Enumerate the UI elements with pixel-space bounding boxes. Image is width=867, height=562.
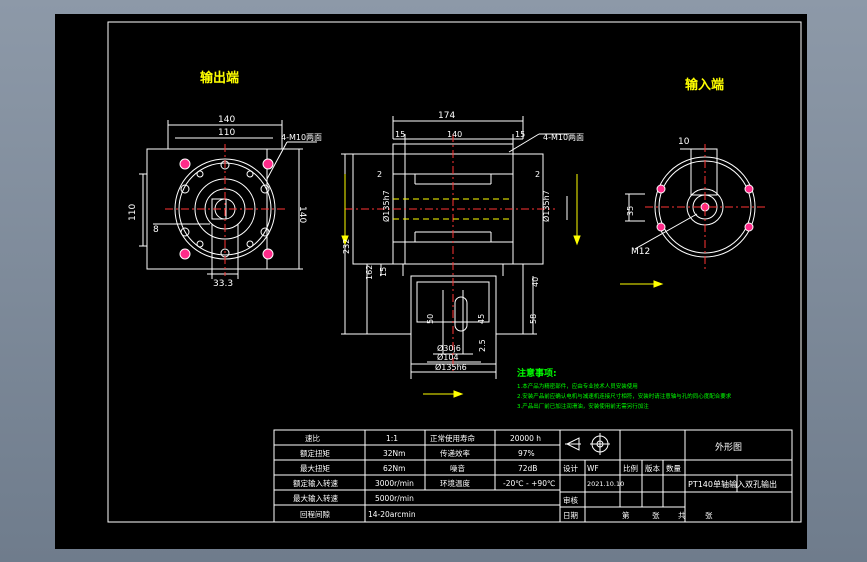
- dim-140-mid: 140: [447, 130, 462, 139]
- input-arrows: [620, 280, 664, 288]
- cell-r0c2: 正常使用寿命: [430, 433, 475, 443]
- tb-total: 共: [678, 511, 686, 520]
- tb-scale: 比例: [623, 463, 638, 473]
- cell-r0c0: 速比: [305, 433, 320, 443]
- tb-designer: WF: [587, 464, 599, 473]
- tb-sheet: 第: [622, 510, 630, 520]
- cell-r0c3: 20000 h: [510, 434, 541, 443]
- cell-r5c1: 14-20arcmin: [368, 510, 416, 519]
- cell-r3c2: 环境温度: [440, 478, 470, 488]
- dim-2-b: 2: [535, 170, 540, 179]
- cell-r4c0: 最大输入转速: [293, 493, 338, 503]
- side-centerlines: [345, 134, 555, 374]
- dim-15-a: 15: [395, 130, 405, 139]
- dim-140-top: 140: [218, 115, 235, 125]
- dim-110-side: 110: [128, 204, 138, 221]
- spec-table: [273, 429, 793, 523]
- drawing-name: 外形图: [715, 441, 742, 453]
- cell-r3c3: -20℃ - +90℃: [503, 479, 555, 488]
- dim-35: 35: [626, 206, 635, 216]
- tb-quantity: 数量: [666, 463, 681, 473]
- dim-phi135-bottom: Ø135h6: [435, 362, 467, 372]
- input-end-view: [625, 148, 756, 258]
- cell-r3c1: 3000r/min: [375, 479, 414, 488]
- cell-r1c2: 传递效率: [440, 448, 470, 458]
- tb-review: 审核: [563, 495, 578, 505]
- dim-phi135-left: Ø135h7: [381, 190, 391, 222]
- cell-r2c2: 噪音: [450, 463, 465, 473]
- tb-sheet-num: 张: [652, 511, 660, 520]
- tb-total-num: 张: [705, 511, 713, 520]
- dim-162: 162: [365, 265, 374, 280]
- dim-50: 50: [426, 314, 435, 324]
- dim-10: 10: [678, 137, 690, 147]
- cad-drawing: 输出端 输入端: [107, 21, 802, 523]
- dim-33-3: 33.3: [213, 279, 233, 289]
- dim-m12: M12: [631, 247, 650, 257]
- dim-232: 232: [342, 239, 351, 254]
- cell-r0c1: 1:1: [386, 434, 398, 443]
- cell-r5c0: 回程间隙: [300, 510, 330, 519]
- cell-r2c3: 72dB: [518, 464, 537, 473]
- dim-40: 40: [531, 277, 540, 287]
- dim-phi104: Ø104: [437, 352, 459, 362]
- bore-hidden-lines: [393, 198, 513, 220]
- output-centerlines: [165, 144, 285, 276]
- dim-4m10-mid: 4-M10两面: [543, 133, 584, 142]
- cell-r1c0: 额定扭矩: [300, 448, 330, 458]
- cell-r2c0: 最大扭矩: [300, 463, 330, 473]
- cell-r3c0: 额定输入转速: [293, 478, 338, 488]
- dim-phi30: Ø30j6: [437, 343, 461, 353]
- output-view-title: 输出端: [200, 70, 239, 86]
- cell-r1c1: 32Nm: [383, 449, 405, 458]
- note-line-2: 2.安装产品前应确认电机与减速机连接尺寸相符，安装时请注意轴与孔的同心度配合要求: [517, 392, 732, 400]
- input-view-title: 输入端: [685, 77, 724, 93]
- dim-2-a: 2: [377, 170, 382, 179]
- cell-r1c3: 97%: [518, 449, 535, 458]
- dim-4m10-left: 4-M10两面: [281, 133, 322, 142]
- dim-140-side: 140: [297, 206, 307, 223]
- cell-r4c1: 5000r/min: [375, 494, 414, 503]
- projection-symbol: [565, 433, 610, 455]
- dim-45: 45: [477, 314, 486, 324]
- tb-date: 2021.10.10: [587, 480, 624, 488]
- dim-58: 58: [529, 314, 538, 324]
- side-view: [341, 116, 569, 379]
- dim-15-b: 15: [515, 130, 525, 139]
- part-name: PT140单轴输入双孔输出: [688, 479, 777, 489]
- cell-r2c1: 62Nm: [383, 464, 405, 473]
- tb-design: 设计: [563, 463, 578, 473]
- dim-phi135-right: Ø135h7: [541, 190, 551, 222]
- dim-8: 8: [153, 225, 159, 235]
- dim-174: 174: [438, 111, 455, 121]
- tb-version: 版本: [645, 463, 660, 473]
- tb-approve: 日期: [563, 511, 578, 520]
- note-line-3: 3.产品出厂前已加注润滑油，安装使用前无需另行加注: [517, 402, 649, 410]
- note-line-1: 1.本产品为精密部件，应由专业技术人员安装使用: [517, 382, 638, 390]
- side-arrows: [341, 174, 581, 398]
- input-centerlines: [645, 144, 767, 269]
- dim-2-5: 2.5: [478, 339, 487, 352]
- notes-title: 注意事项:: [517, 367, 557, 379]
- output-end-view: [139, 120, 317, 279]
- drawing-sheet: 输出端 输入端: [55, 14, 807, 549]
- dim-110-top: 110: [218, 128, 235, 138]
- dim-15-c: 15: [379, 267, 388, 277]
